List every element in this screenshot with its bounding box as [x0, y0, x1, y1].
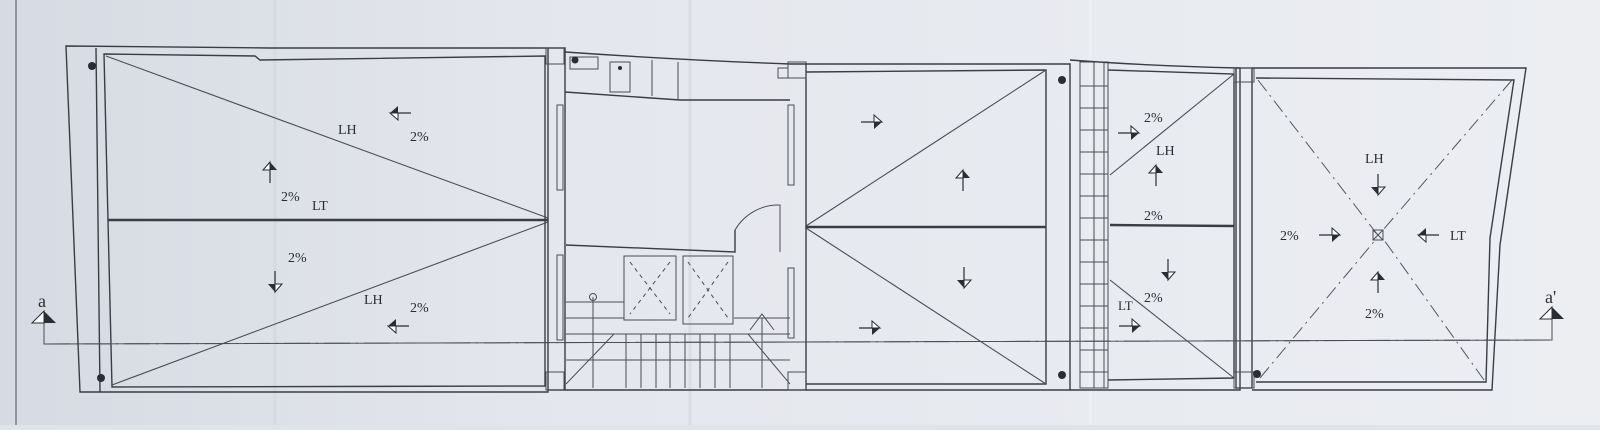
ridge-label: 2% [1144, 291, 1163, 306]
roof-drain-icon [1372, 229, 1384, 241]
section-mark-a: a [38, 291, 46, 311]
ridge-label: LH [364, 293, 383, 308]
section-mark-a-prime: a' [1545, 287, 1556, 307]
slope-label: LT [1450, 229, 1466, 244]
slope-label: 2% [410, 130, 429, 145]
stair-core [545, 47, 807, 391]
slope-label: 2% [288, 251, 307, 266]
valley-label: 2% [1144, 209, 1163, 224]
slope-label: 2% [410, 301, 429, 316]
roof-zone-2 [805, 63, 1071, 391]
section-cut-line: a a' [30, 287, 1564, 345]
slope-label: 2% [1365, 307, 1384, 322]
slope-label: LT [1118, 298, 1133, 313]
slope-label: LH [1365, 152, 1384, 167]
slope-label: 2% [281, 190, 300, 205]
roof-zone-1: LH 2% 2% LT 2% LH 2% [65, 45, 549, 393]
valley-label: LT [312, 199, 328, 214]
roof-zone-3: 2% LH 2% LT 2% [1069, 59, 1241, 391]
roof-zone-4: LH 2% LT 2% [1233, 67, 1527, 391]
slope-label: 2% [1280, 229, 1299, 244]
ridge-label: 2% [1144, 111, 1163, 126]
slope-label: LH [1156, 144, 1175, 159]
ridge-label: LH [338, 123, 357, 138]
